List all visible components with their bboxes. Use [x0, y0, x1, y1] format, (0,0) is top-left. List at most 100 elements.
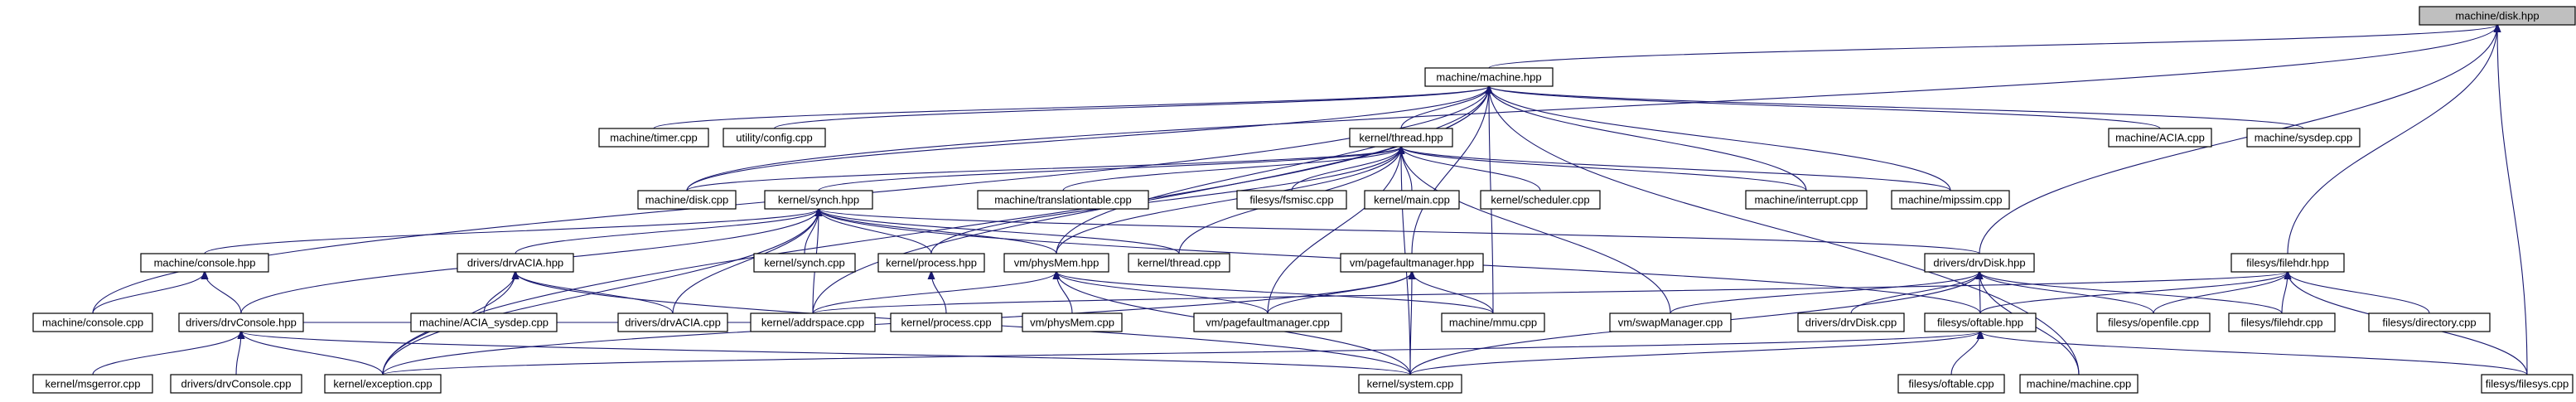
- edge-addrspace_cpp-to-filehdr_hpp: [812, 272, 2288, 314]
- node-machine-machine-hpp[interactable]: machine/machine.hpp: [1424, 67, 1554, 87]
- node-label: machine/sysdep.cpp: [2255, 132, 2353, 144]
- node-utility-config-cpp[interactable]: utility/config.cpp: [723, 128, 826, 148]
- node-drivers-drvdisk-hpp[interactable]: drivers/drvDisk.hpp: [1924, 253, 2035, 273]
- node-filesys-filesys-cpp[interactable]: filesys/filesys.cpp: [2481, 374, 2574, 394]
- node-machine-interrupt-cpp[interactable]: machine/interrupt.cpp: [1745, 190, 1868, 210]
- node-box: [750, 312, 876, 332]
- node-machine-acia-cpp[interactable]: machine/ACIA.cpp: [2108, 128, 2212, 148]
- node-machine-mipssim-cpp[interactable]: machine/mipssim.cpp: [1891, 190, 2010, 210]
- node-kernel-process-hpp[interactable]: kernel/process.hpp: [877, 253, 985, 273]
- node-machine-disk-cpp[interactable]: machine/disk.cpp: [637, 190, 737, 210]
- node-machine-machine-cpp[interactable]: machine/machine.cpp: [2019, 374, 2139, 394]
- node-vm-pagefaultmanager-cpp[interactable]: vm/pagefaultmanager.cpp: [1193, 312, 1342, 332]
- node-label: kernel/thread.cpp: [1138, 257, 1220, 269]
- node-label: filesys/filehdr.cpp: [2241, 317, 2323, 329]
- node-label: kernel/process.hpp: [886, 257, 977, 269]
- node-label: machine/translationtable.cpp: [994, 194, 1132, 206]
- edge-exception_cpp-to-synch_hpp: [382, 209, 819, 375]
- node-box: [890, 312, 1003, 332]
- node-machine-mmu-cpp[interactable]: machine/mmu.cpp: [1441, 312, 1545, 332]
- node-label: machine/console.hpp: [154, 257, 256, 269]
- node-box: [877, 253, 985, 273]
- node-drivers-drvconsole-hpp[interactable]: drivers/drvConsole.hpp: [178, 312, 304, 332]
- edge-msgerror_cpp-to-drvconsole_hpp: [92, 332, 241, 375]
- edge-machine_hpp-to-disk_hpp: [1488, 25, 2497, 69]
- node-drivers-drvdisk-cpp[interactable]: drivers/drvDisk.cpp: [1797, 312, 1905, 332]
- node-label: kernel/exception.cpp: [333, 378, 432, 390]
- node-label: filesys/oftable.cpp: [1908, 378, 1994, 390]
- node-label: kernel/msgerror.cpp: [46, 378, 141, 390]
- node-drivers-drvconsole-cpp[interactable]: drivers/drvConsole.cpp: [170, 374, 302, 394]
- node-box: [32, 312, 153, 332]
- node-filesys-oftable-cpp[interactable]: filesys/oftable.cpp: [1897, 374, 2005, 394]
- node-drivers-drvacia-hpp[interactable]: drivers/drvACIA.hpp: [457, 253, 574, 273]
- node-label: kernel/thread.hpp: [1359, 132, 1443, 144]
- node-box: [1891, 190, 2010, 210]
- node-kernel-addrspace-cpp[interactable]: kernel/addrspace.cpp: [750, 312, 876, 332]
- node-box: [1022, 312, 1123, 332]
- node-label: machine/disk.cpp: [645, 194, 728, 206]
- node-kernel-synch-hpp[interactable]: kernel/synch.hpp: [764, 190, 873, 210]
- node-kernel-scheduler-cpp[interactable]: kernel/scheduler.cpp: [1480, 190, 1601, 210]
- node-label: drivers/drvACIA.cpp: [625, 317, 721, 329]
- node-drivers-drvacia-cpp[interactable]: drivers/drvACIA.cpp: [617, 312, 728, 332]
- node-filesys-filehdr-hpp[interactable]: filesys/filehdr.hpp: [2230, 253, 2345, 273]
- node-label: vm/physMem.cpp: [1030, 317, 1114, 329]
- node-label: vm/pagefaultmanager.hpp: [1350, 257, 1474, 269]
- node-label: utility/config.cpp: [736, 132, 813, 144]
- edge-pagefaultmanager_cpp-to-physmem_hpp: [1056, 272, 1269, 314]
- node-machine-sysdep-cpp[interactable]: machine/sysdep.cpp: [2246, 128, 2361, 148]
- node-kernel-system-cpp[interactable]: kernel/system.cpp: [1358, 374, 1462, 394]
- node-filesys-fsmisc-cpp[interactable]: filesys/fsmisc.cpp: [1236, 190, 1347, 210]
- node-kernel-synch-cpp[interactable]: kernel/synch.cpp: [753, 253, 856, 273]
- node-kernel-main-cpp[interactable]: kernel/main.cpp: [1364, 190, 1460, 210]
- node-vm-pagefaultmanager-hpp[interactable]: vm/pagefaultmanager.hpp: [1340, 253, 1484, 273]
- node-label: drivers/drvConsole.hpp: [186, 317, 297, 329]
- node-kernel-exception-cpp[interactable]: kernel/exception.cpp: [324, 374, 442, 394]
- node-label: vm/pagefaultmanager.cpp: [1206, 317, 1330, 329]
- node-kernel-msgerror-cpp[interactable]: kernel/msgerror.cpp: [32, 374, 153, 394]
- edge-drvdisk_hpp-to-disk_hpp: [1979, 25, 2497, 254]
- node-vm-physmem-cpp[interactable]: vm/physMem.cpp: [1022, 312, 1123, 332]
- node-label: drivers/drvDisk.hpp: [1933, 257, 2025, 269]
- node-kernel-thread-cpp[interactable]: kernel/thread.cpp: [1128, 253, 1230, 273]
- node-kernel-process-cpp[interactable]: kernel/process.cpp: [890, 312, 1003, 332]
- node-vm-swapmanager-cpp[interactable]: vm/swapManager.cpp: [1609, 312, 1732, 332]
- edge-exception_cpp-to-drvconsole_hpp: [241, 332, 384, 375]
- node-vm-physmem-hpp[interactable]: vm/physMem.hpp: [1003, 253, 1109, 273]
- node-box: [2228, 312, 2336, 332]
- node-box: [1924, 253, 2035, 273]
- node-label: kernel/addrspace.cpp: [761, 317, 864, 329]
- edge-directory_cpp-to-filehdr_hpp: [2288, 272, 2430, 314]
- node-label: machine/mipssim.cpp: [1899, 194, 2003, 206]
- edge-pagefaultmanager_cpp-to-pagefaultmanager_hpp: [1267, 272, 1412, 314]
- node-machine-console-hpp[interactable]: machine/console.hpp: [140, 253, 269, 273]
- edge-drvacia_cpp-to-drvacia_hpp: [515, 272, 674, 314]
- node-kernel-thread-hpp[interactable]: kernel/thread.hpp: [1349, 128, 1453, 148]
- edge-openfile_cpp-to-filehdr_hpp: [2153, 272, 2288, 314]
- edge-system_cpp-to-drvconsole_hpp: [241, 332, 1411, 375]
- edge-ofttable_hpp-to-filehdr_hpp: [1979, 272, 2288, 314]
- node-machine-timer-cpp[interactable]: machine/timer.cpp: [598, 128, 709, 148]
- node-label: kernel/process.cpp: [901, 317, 991, 329]
- node-box: [1609, 312, 1732, 332]
- node-box: [2419, 6, 2576, 26]
- node-filesys-oftable-hpp[interactable]: filesys/oftable.hpp: [1924, 312, 2037, 332]
- node-filesys-directory-cpp[interactable]: filesys/directory.cpp: [2368, 312, 2491, 332]
- edge-system_cpp-to-ofttable_hpp: [1409, 332, 1980, 375]
- node-label: machine/mmu.cpp: [1449, 317, 1537, 329]
- node-filesys-filehdr-cpp[interactable]: filesys/filehdr.cpp: [2228, 312, 2336, 332]
- node-label: machine/ACIA.cpp: [2115, 132, 2205, 144]
- node-label: vm/swapManager.cpp: [1618, 317, 1723, 329]
- node-label: kernel/scheduler.cpp: [1491, 194, 1589, 206]
- node-machine-acia-sysdep-cpp[interactable]: machine/ACIA_sysdep.cpp: [410, 312, 558, 332]
- node-box: [1797, 312, 1905, 332]
- node-label: vm/physMem.hpp: [1014, 257, 1100, 269]
- node-machine-console-cpp[interactable]: machine/console.cpp: [32, 312, 153, 332]
- edge-config_cpp-to-machine_hpp: [773, 86, 1490, 129]
- edge-physmem_hpp-to-synch_hpp: [819, 209, 1057, 254]
- node-filesys-openfile-cpp[interactable]: filesys/openfile.cpp: [2096, 312, 2211, 332]
- node-machine-translationtable-cpp[interactable]: machine/translationtable.cpp: [977, 190, 1149, 210]
- node-box: [598, 128, 709, 148]
